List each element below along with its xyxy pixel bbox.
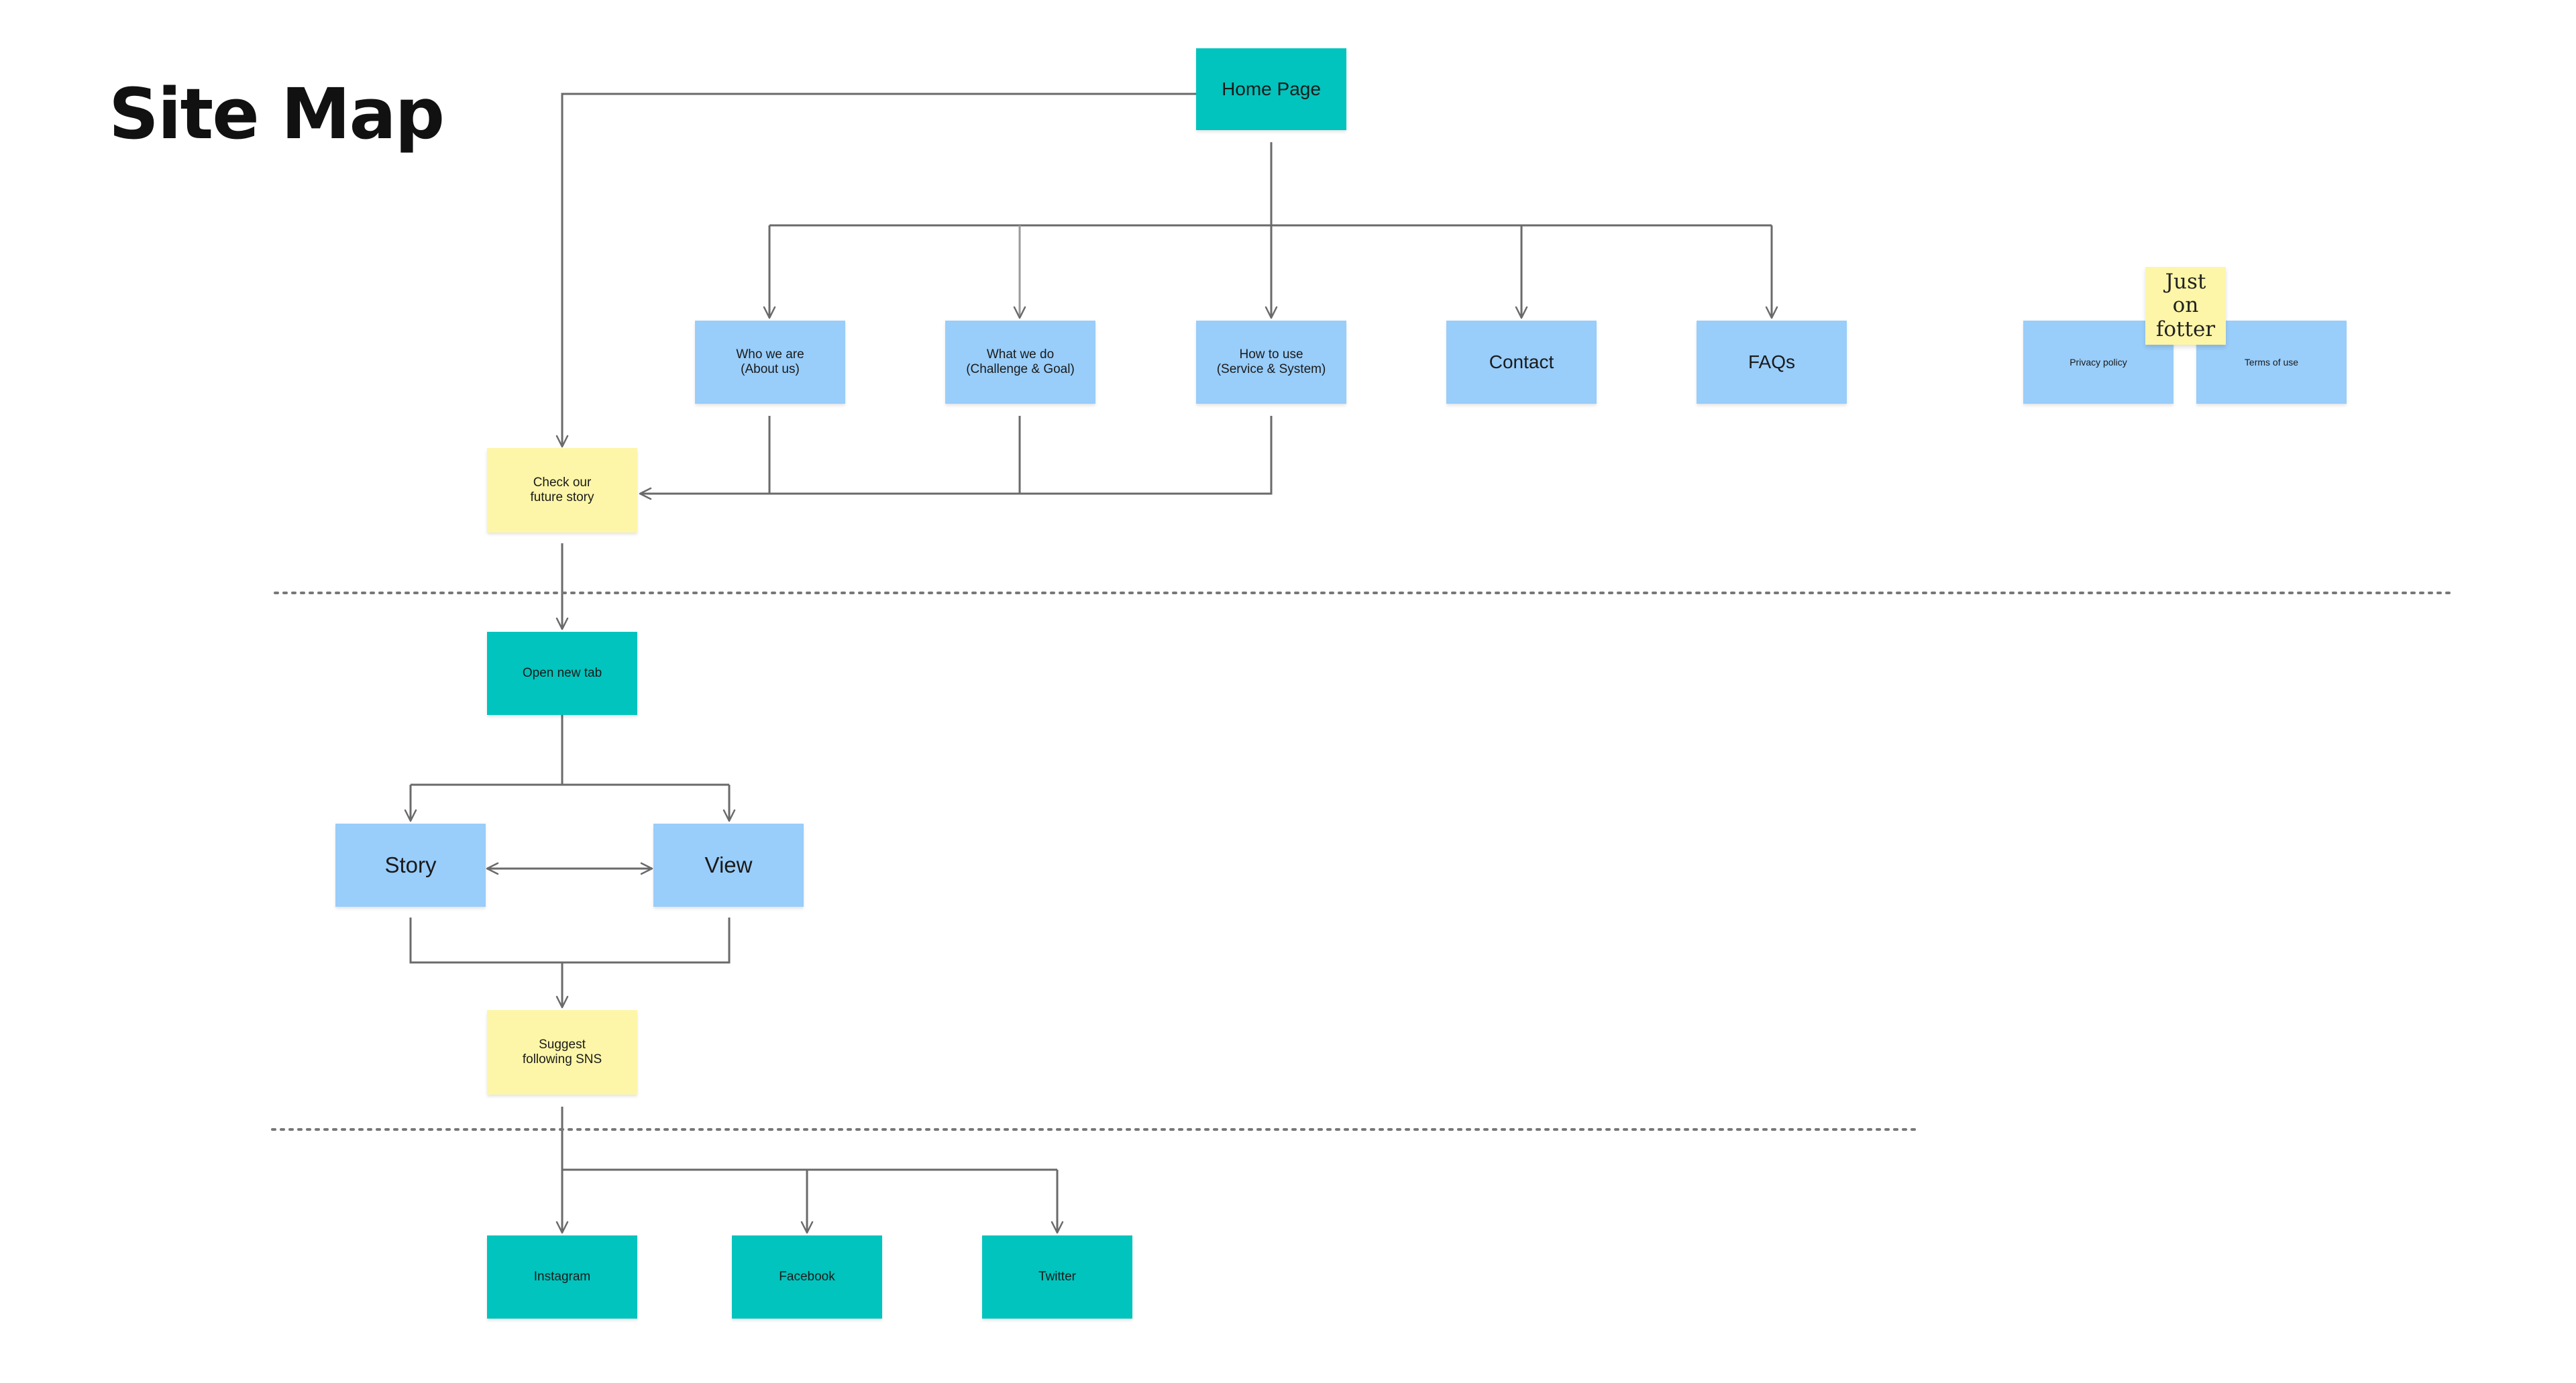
edge-story-view-merge — [409, 918, 731, 964]
node-check-future-story[interactable]: Check our future story — [487, 448, 637, 533]
node-faqs[interactable]: FAQs — [1697, 321, 1847, 404]
node-suggest-sns[interactable]: Suggest following SNS — [487, 1010, 637, 1095]
node-home-page[interactable]: Home Page — [1196, 48, 1346, 130]
node-facebook[interactable]: Facebook — [732, 1235, 882, 1319]
sticky-note-footer: Just on fotter — [2145, 267, 2226, 345]
node-view[interactable]: View — [653, 824, 804, 907]
node-open-new-tab[interactable]: Open new tab — [487, 632, 637, 715]
node-instagram[interactable]: Instagram — [487, 1235, 637, 1319]
node-how-to-use[interactable]: How to use (Service & System) — [1196, 321, 1346, 404]
edge-how-down — [639, 416, 1273, 500]
node-twitter[interactable]: Twitter — [982, 1235, 1132, 1319]
node-what-we-do[interactable]: What we do (Challenge & Goal) — [945, 321, 1095, 404]
node-story[interactable]: Story — [335, 824, 486, 907]
edge-home-to-check-story — [555, 93, 1196, 448]
node-privacy-policy[interactable]: Privacy policy — [2023, 321, 2174, 404]
node-contact[interactable]: Contact — [1446, 321, 1597, 404]
node-who-we-are[interactable]: Who we are (About us) — [695, 321, 845, 404]
page-title: Site Map — [109, 73, 445, 155]
